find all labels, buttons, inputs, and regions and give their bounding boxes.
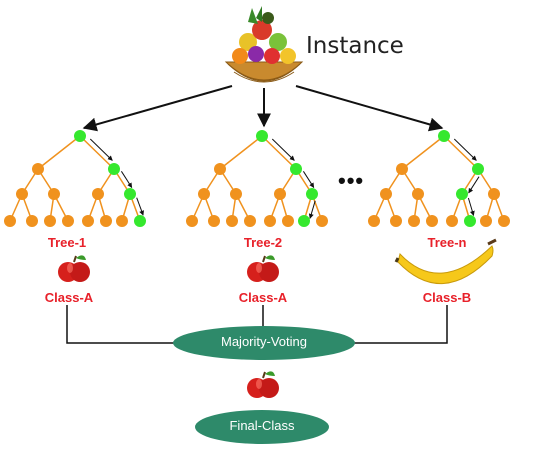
banana-icon [394,238,497,284]
tree-node [316,215,328,227]
tree-node [100,215,112,227]
instance-label: Instance [306,33,404,59]
tree-node [498,215,510,227]
decision-path-arrow [136,197,144,216]
decision-path-arrow [120,171,133,188]
tree-n-label: Tree-n [427,235,467,250]
tree-node [92,188,104,200]
majority-voting-label: Majority-Voting [221,334,307,349]
tree-node [412,188,424,200]
tree-1-label: Tree-1 [47,235,87,250]
decision-path-arrow [467,197,475,217]
tree-node-active [134,215,146,227]
tree-edge [79,135,115,170]
tree-node [44,215,56,227]
tree-n-graph [368,130,510,227]
tree-1-graph [4,130,146,227]
apple-icon [58,255,90,282]
tree-node [26,215,38,227]
tree-2-class-label: Class-A [238,290,288,305]
tree-node [4,215,16,227]
tree-node [82,215,94,227]
ellipsis: ••• [338,168,365,193]
tree-n-class-label: Class-B [422,290,472,305]
tree-node [230,188,242,200]
tree-node-active [472,163,484,175]
tree-node [198,188,210,200]
decision-path-arrow [468,176,480,194]
tree-node [226,215,238,227]
majority-voting-pill [173,326,355,360]
tree-node-active [306,188,318,200]
tree-1-class-label: Class-A [44,290,94,305]
tree-node [244,215,256,227]
tree-node-active [298,215,310,227]
tree-node [214,163,226,175]
tree-node-active [456,188,468,200]
decision-path-arrow [453,138,477,161]
tree-node [116,215,128,227]
tree-node-active [290,163,302,175]
decision-path-arrow [308,200,316,219]
decision-path-arrow [302,171,315,188]
decision-path-arrow [271,138,295,161]
tree-node [380,188,392,200]
tree-node [32,163,44,175]
tree-node [186,215,198,227]
fruit-basket-icon [224,6,304,83]
tree-node [446,215,458,227]
tree-node [282,215,294,227]
tree-node [488,188,500,200]
connector-tree-1 [66,305,176,344]
final-class-label: Final-Class [229,418,295,433]
tree-node [408,215,420,227]
decision-path-arrow [89,138,113,161]
arrow-to-tree-1 [82,85,233,132]
tree-node-active [74,130,86,142]
tree-node [368,215,380,227]
tree-node [48,188,60,200]
tree-node-active [438,130,450,142]
final-class-pill [195,410,329,444]
tree-node [16,188,28,200]
tree-node [480,215,492,227]
tree-node [390,215,402,227]
tree-node [62,215,74,227]
tree-2-graph [186,130,328,227]
tree-edge [219,135,263,170]
apple-icon [247,255,279,282]
tree-node [264,215,276,227]
tree-edge [37,135,81,170]
tree-edge [261,135,297,170]
tree-node [426,215,438,227]
connector-tree-n [352,305,448,344]
tree-node-active [124,188,136,200]
apple-icon [247,371,279,398]
tree-edge [401,135,445,170]
tree-2-label: Tree-2 [243,235,283,250]
tree-edge [443,135,479,170]
arrow-to-tree-n [295,85,444,132]
tree-node-active [464,215,476,227]
tree-node [396,163,408,175]
tree-node [208,215,220,227]
tree-node-active [256,130,268,142]
tree-node-active [108,163,120,175]
tree-node [274,188,286,200]
